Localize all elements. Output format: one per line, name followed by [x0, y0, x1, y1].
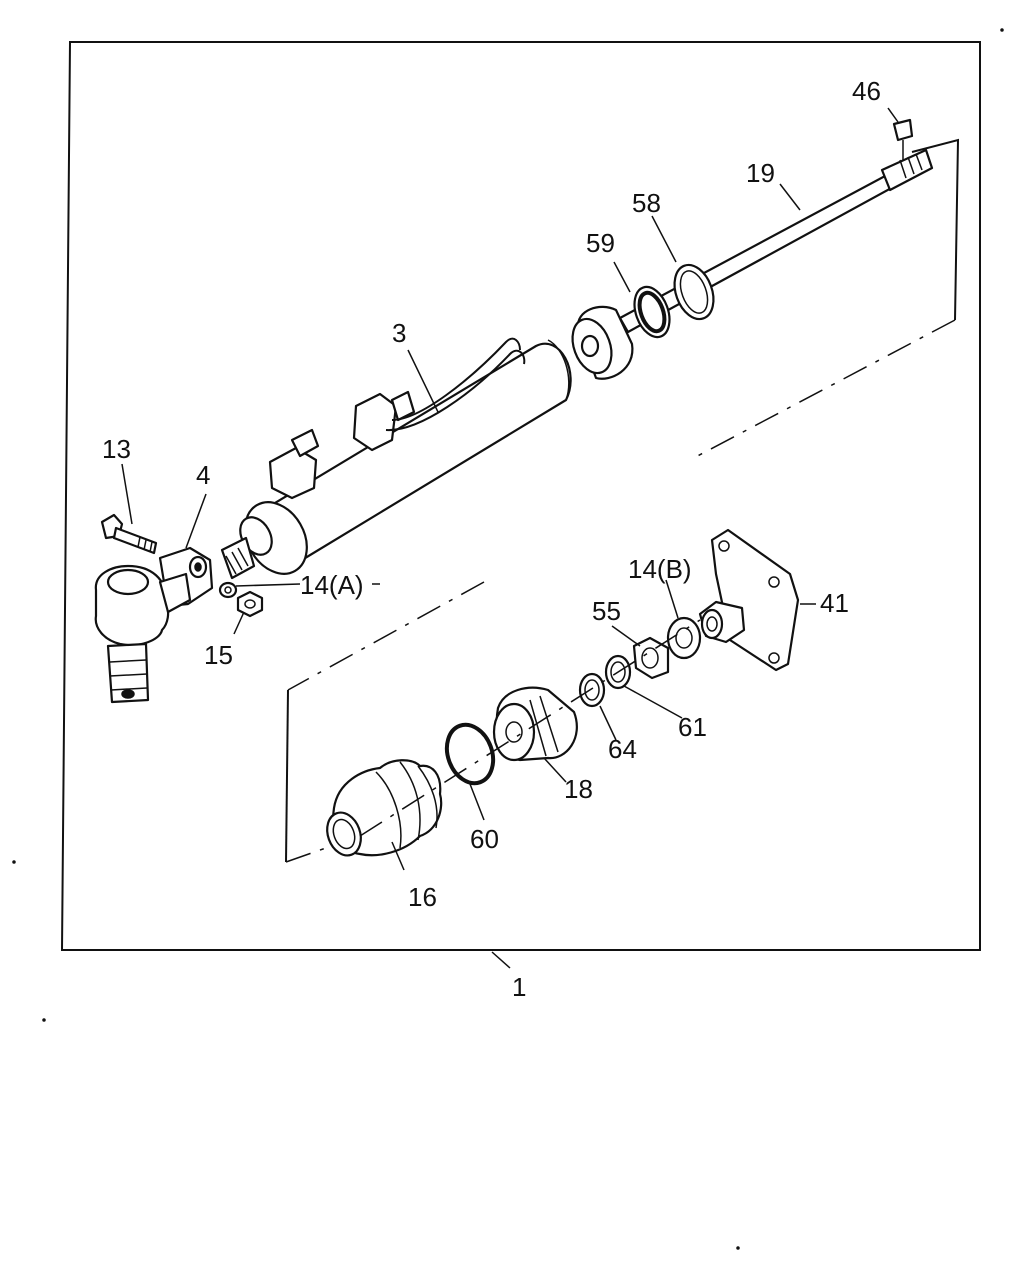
washer-14a [218, 581, 238, 599]
label-60: 60 [470, 824, 499, 854]
scan-specks [12, 28, 1004, 1250]
label-3: 3 [392, 318, 406, 348]
label-4: 4 [196, 460, 210, 490]
label-19: 19 [746, 158, 775, 188]
label-1: 1 [512, 972, 526, 1002]
label-16: 16 [408, 882, 437, 912]
label-64: 64 [608, 734, 637, 764]
label-59: 59 [586, 228, 615, 258]
lower-centerline [359, 619, 701, 837]
upper-bracket-lines [689, 138, 960, 461]
assembly-frame [60, 41, 981, 951]
ring-58 [673, 263, 715, 321]
seal-14b [666, 616, 702, 660]
piston [571, 305, 634, 380]
boot-16 [326, 759, 443, 857]
label-61: 61 [678, 712, 707, 742]
label-58: 58 [632, 188, 661, 218]
label-41: 41 [820, 588, 849, 618]
label-18: 18 [564, 774, 593, 804]
label-14a: 14(A) [300, 570, 364, 600]
plug-46 [892, 118, 914, 160]
label-14b: 14(B) [628, 554, 692, 584]
ring-64 [578, 672, 606, 708]
bolt-13 [100, 513, 158, 555]
leader-lines [121, 107, 899, 969]
oring-60 [444, 722, 496, 786]
label-13: 13 [102, 434, 131, 464]
gland-18 [492, 686, 578, 762]
ring-59 [633, 285, 671, 339]
label-46: 46 [852, 76, 881, 106]
flange-41 [698, 528, 800, 672]
power-cylinder-3 [220, 337, 572, 580]
label-15: 15 [204, 640, 233, 670]
label-55: 55 [592, 596, 621, 626]
nut-55 [632, 636, 670, 680]
tie-rod-end [94, 564, 192, 704]
nut-15 [236, 590, 264, 618]
